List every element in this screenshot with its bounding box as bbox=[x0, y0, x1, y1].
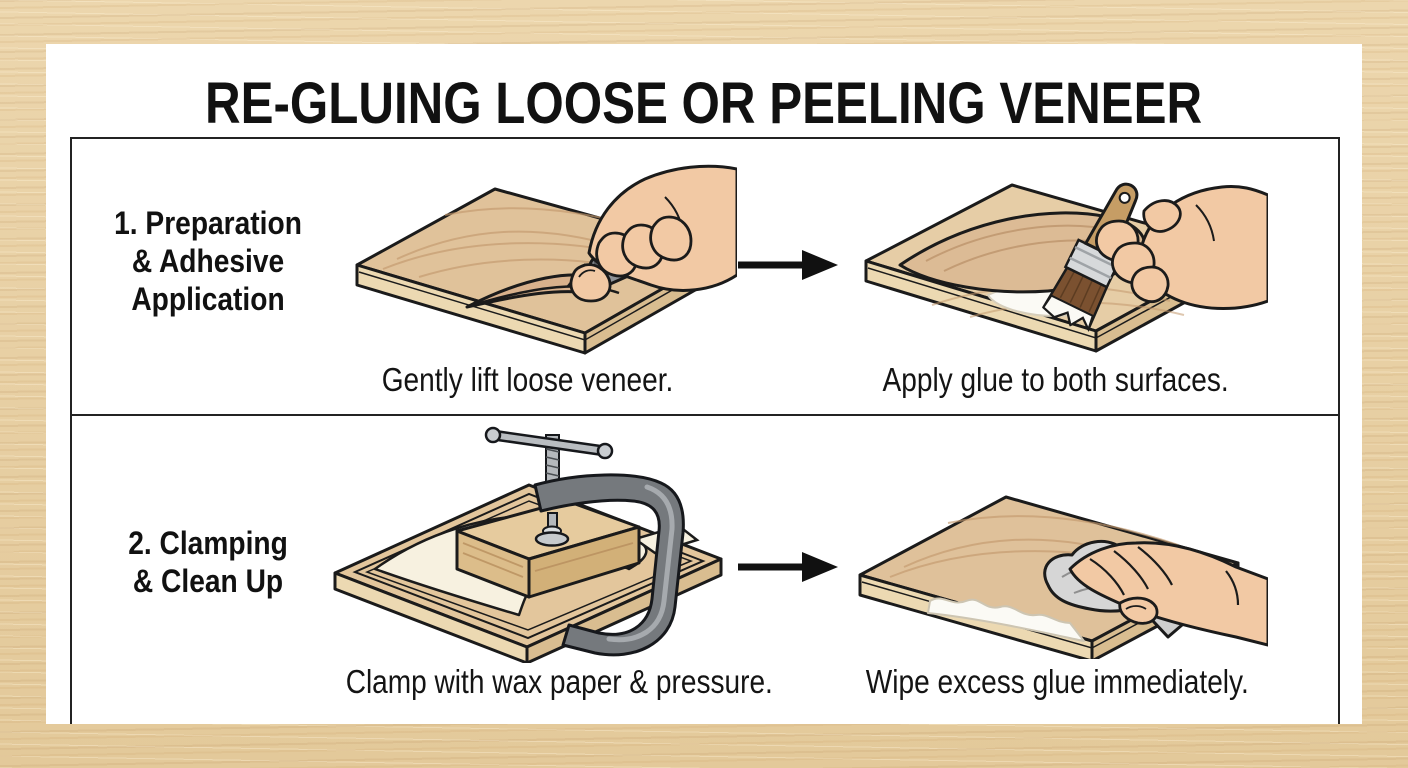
caption-wipe-glue: Wipe excess glue immediately. bbox=[832, 663, 1278, 701]
step-1-label-line: Application bbox=[131, 280, 285, 317]
caption-lift-veneer: Gently lift loose veneer. bbox=[318, 361, 738, 399]
wipe-glue-illustration bbox=[858, 495, 1268, 659]
arrow-right-icon bbox=[738, 552, 838, 582]
caption-clamp: Clamp with wax paper & pressure. bbox=[308, 663, 773, 701]
caption-text: Gently lift loose veneer. bbox=[382, 361, 674, 398]
step-1-label-line: 1. Preparation bbox=[114, 205, 302, 241]
row-divider bbox=[70, 414, 1340, 416]
caption-text: Wipe excess glue immediately. bbox=[865, 663, 1249, 700]
caption-text: Apply glue to both surfaces. bbox=[882, 361, 1230, 398]
apply-glue-illustration bbox=[864, 182, 1268, 353]
step-2-label-line: & Clean Up bbox=[132, 562, 284, 599]
step-1-label-line: & Adhesive bbox=[131, 242, 285, 279]
caption-apply-glue: Apply glue to both surfaces. bbox=[838, 361, 1274, 399]
step-2-label-line: 2. Clamping bbox=[128, 525, 288, 561]
steps-frame: 1. Preparation & Adhesive Application bbox=[70, 137, 1340, 724]
caption-text: Clamp with wax paper & pressure. bbox=[345, 663, 773, 700]
clamp-illustration bbox=[333, 426, 723, 663]
page-title: RE-GLUING LOOSE OR PEELING VENEER bbox=[46, 70, 1362, 137]
instruction-card: RE-GLUING LOOSE OR PEELING VENEER 1. Pre… bbox=[46, 44, 1362, 724]
arrow-right-icon bbox=[738, 250, 838, 280]
step-2-label: 2. Clamping & Clean Up bbox=[80, 525, 336, 601]
page-title-text: RE-GLUING LOOSE OR PEELING VENEER bbox=[205, 71, 1203, 136]
lift-veneer-illustration bbox=[355, 164, 737, 355]
step-1-label: 1. Preparation & Adhesive Application bbox=[80, 205, 336, 318]
